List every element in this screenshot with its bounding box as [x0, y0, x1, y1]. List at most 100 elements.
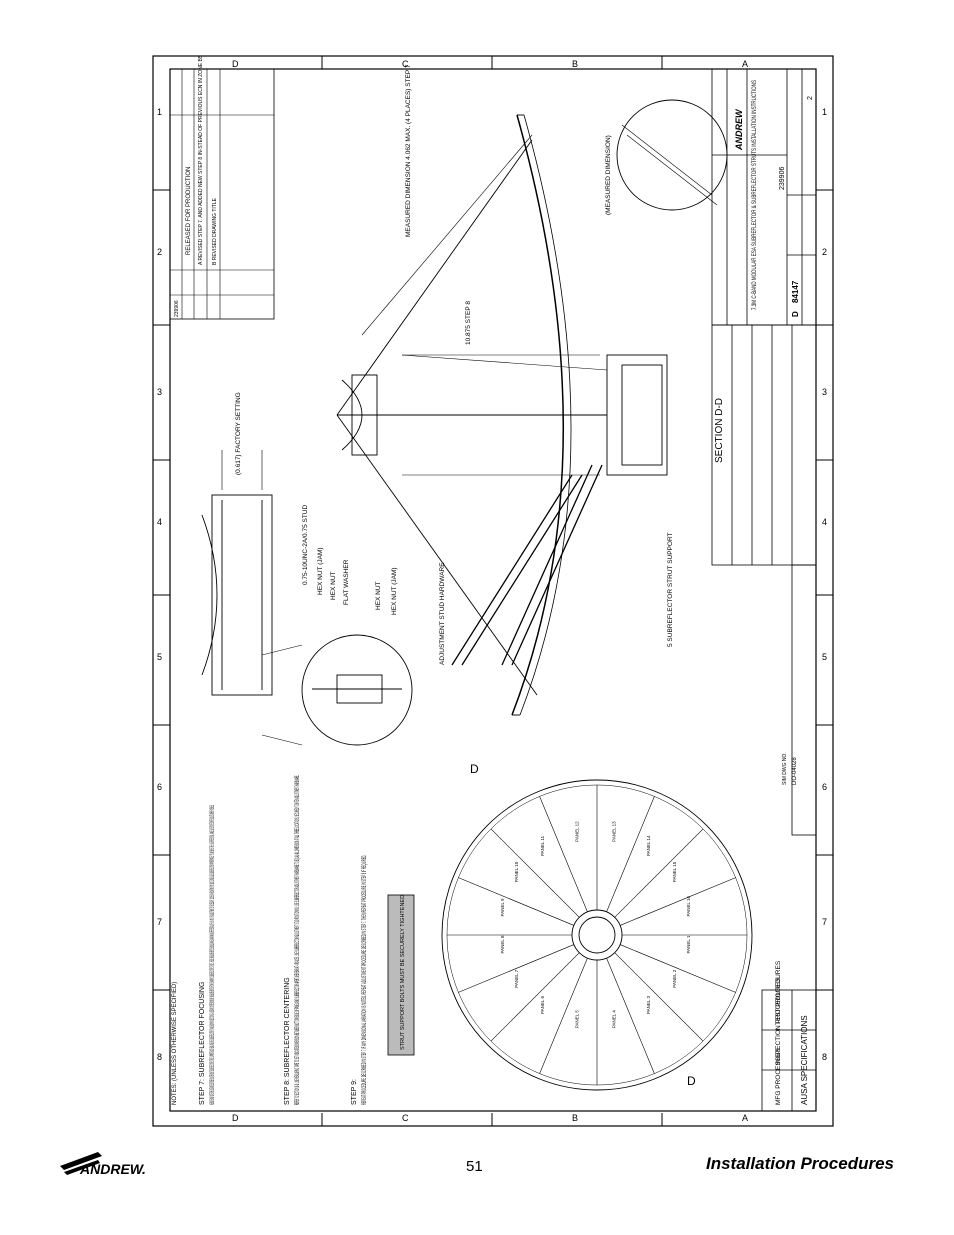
panel-label: PANEL 12 [574, 821, 579, 842]
panel-label: PANEL 10 [514, 861, 519, 882]
revision-entry-2: B REVISED DRAWING TITLE [212, 197, 218, 265]
panel-divisions [447, 785, 747, 1085]
panel-label: PANEL 15 [672, 861, 677, 882]
strut-support-label: 5 SUBREFLECTOR STRUT SUPPORT [667, 532, 674, 647]
grid-row-A: A [742, 59, 748, 69]
panel-labels: PANEL 1 PANEL 2 PANEL 3 PANEL 4 PANEL 5 PANEL… [500, 821, 691, 1028]
title-block-text: ANDREW 7.3M C-BAND MODULAR ESA SUBREFLEC… [734, 80, 814, 317]
grid-col-2-right: 2 [822, 247, 827, 257]
hex-nut-jam-label: HEX NUT (JAM) [317, 547, 324, 595]
panel-label: PANEL 1 [686, 935, 691, 954]
step8-title: STEP 8: SUBREFLECTOR CENTERING [284, 977, 291, 1105]
step9-title: STEP 9: [351, 1079, 358, 1105]
grid-col-6-right: 6 [822, 782, 827, 792]
measured-dimension-2-label: (MEASURED DIMENSION) [605, 135, 612, 215]
panel-label: PANEL 16 [686, 895, 691, 916]
step8-text: REFER TO SECTION D-D. USE MEASURING TAPE… [294, 775, 301, 1105]
title-description: 7.3M C-BAND MODULAR ESA SUBREFLECTOR & S… [752, 80, 758, 310]
step7-body: MEASURE AND NOTE THE DISTANCE BETWEEN OU… [209, 805, 216, 1105]
step7-title: STEP 7: SUBREFLECTOR FOCUSING [199, 982, 206, 1105]
grid-row-labels: D C B A D C B A [232, 59, 748, 1123]
grid-col-5-right: 5 [822, 652, 827, 662]
panel-divider [606, 796, 655, 913]
grid-col-7-right: 7 [822, 917, 827, 927]
andrew-logo: ANDREW. [60, 1152, 146, 1177]
measured-dimension-label: MEASURED DIMENSION 4.062 MAX. (4 PLACES)… [405, 64, 412, 237]
panel-divider [539, 957, 588, 1074]
panel-label: PANEL 14 [646, 835, 651, 856]
grid-col-1: 1 [157, 107, 162, 117]
panel-label: PANEL 13 [612, 821, 617, 842]
panel-label: PANEL 8 [500, 935, 505, 954]
section-title: Installation Procedures [706, 1154, 894, 1173]
grid-col-3-right: 3 [822, 387, 827, 397]
title-size: D [791, 311, 800, 317]
title-sheet: 2 [807, 96, 814, 100]
grid-col-8: 8 [157, 1052, 162, 1062]
hex-nut-label: HEX NUT [330, 571, 337, 600]
grid-row-C-bottom: C [402, 1113, 409, 1123]
panel-divider [490, 952, 580, 1042]
panel-label: PANEL 2 [672, 969, 677, 988]
title-block [711, 68, 817, 836]
grid-row-B: B [572, 59, 578, 69]
step9-text: REPEAT PROCEDURE DESCRIBED IN STEP 7 IF … [361, 855, 368, 1105]
factory-setting-detail [201, 450, 273, 696]
spec-title: AUSA SPECIFICATIONS [800, 1015, 809, 1105]
panel-divider [614, 952, 704, 1042]
revision-drawing-number: 239906 [174, 300, 180, 317]
grid-col-7: 7 [157, 917, 162, 927]
logo-swoosh-icon-2 [64, 1160, 100, 1175]
hex-nut-jam-2-label: HEX NUT (JAM) [391, 567, 398, 615]
doc-number: DO-04028 [792, 757, 798, 785]
panel-divider [458, 944, 575, 993]
grid-col-1-right: 1 [822, 107, 827, 117]
panel-label: PANEL 6 [540, 995, 545, 1014]
grid-col-6: 6 [157, 782, 162, 792]
adjustment-hardware-label: ADJUSTMENT STUD HARDWARE [439, 562, 446, 665]
title-part-number: 239906 [779, 167, 786, 190]
revision-entry-1: A REVISED STEP 7. AND ADDED NEW STEP 8 I… [198, 55, 204, 265]
adjustment-stud-callouts: 0.75-10UNC-2A/0.75 STUD HEX NUT (JAM) HE… [302, 504, 674, 665]
panel-divider [619, 877, 736, 926]
panel-divider [606, 957, 655, 1074]
drawing-border [152, 55, 834, 1127]
grid-row-B-bottom: B [572, 1113, 578, 1123]
grid-row-C: C [402, 59, 409, 69]
grid-col-labels: 1 2 3 4 5 6 7 8 1 2 3 4 5 6 7 8 [157, 107, 827, 1062]
step7-text: MEASURE AND NOTE THE DISTANCE BETWEEN OU… [209, 805, 216, 1105]
grid-col-4: 4 [157, 517, 162, 527]
panel-label: PANEL 5 [574, 1010, 579, 1029]
panel-label: PANEL 4 [612, 1010, 617, 1029]
panel-divider [490, 828, 580, 918]
spec-mfg-processes: MFG PROCESSES [775, 1048, 782, 1105]
section-marker-bottom: D [687, 1074, 696, 1088]
grid-col-3: 3 [157, 387, 162, 397]
grid-col-8-right: 8 [822, 1052, 827, 1062]
spec-test-procedures: TEST PROCEDURES [775, 960, 782, 1025]
grid-ticks [153, 56, 833, 1126]
stud-label: 0.75-10UNC-2A/0.75 STUD [302, 504, 309, 585]
hex-nut-2-label: HEX NUT [375, 581, 382, 610]
notes-block: NOTES: (UNLESS OTHERWISE SPECIFIED) STEP… [172, 982, 206, 1105]
notes-heading: NOTES: (UNLESS OTHERWISE SPECIFIED) [172, 982, 178, 1105]
factory-setting-label: (0.617) FACTORY SETTING [235, 392, 242, 475]
adjustment-stud-detail [261, 634, 413, 746]
grid-row-A-bottom: A [742, 1113, 748, 1123]
panel-divider [619, 944, 736, 993]
drawing-inner-border [169, 68, 817, 1112]
revision-block: 239906 RELEASED FOR PRODUCTION A REVISED… [169, 55, 275, 320]
warning-box [387, 894, 415, 1056]
panel-label: PANEL 3 [646, 995, 651, 1014]
grid-col-4-right: 4 [822, 517, 827, 527]
section-d-d-view [336, 99, 728, 716]
step-8-dimension-label: 10.875 STEP 8 [465, 301, 472, 345]
panel-divider [458, 877, 575, 926]
spec-block [761, 989, 817, 1112]
section-marker-top: D [470, 762, 479, 776]
revision-entry-0: RELEASED FOR PRODUCTION [186, 167, 192, 255]
panel-label: PANEL 11 [540, 835, 545, 856]
sim-dwg-no-label: SIM DWG NO. [782, 752, 788, 785]
flat-washer-label: FLAT WASHER [343, 559, 350, 605]
section-view-title: SECTION D-D [714, 398, 725, 463]
